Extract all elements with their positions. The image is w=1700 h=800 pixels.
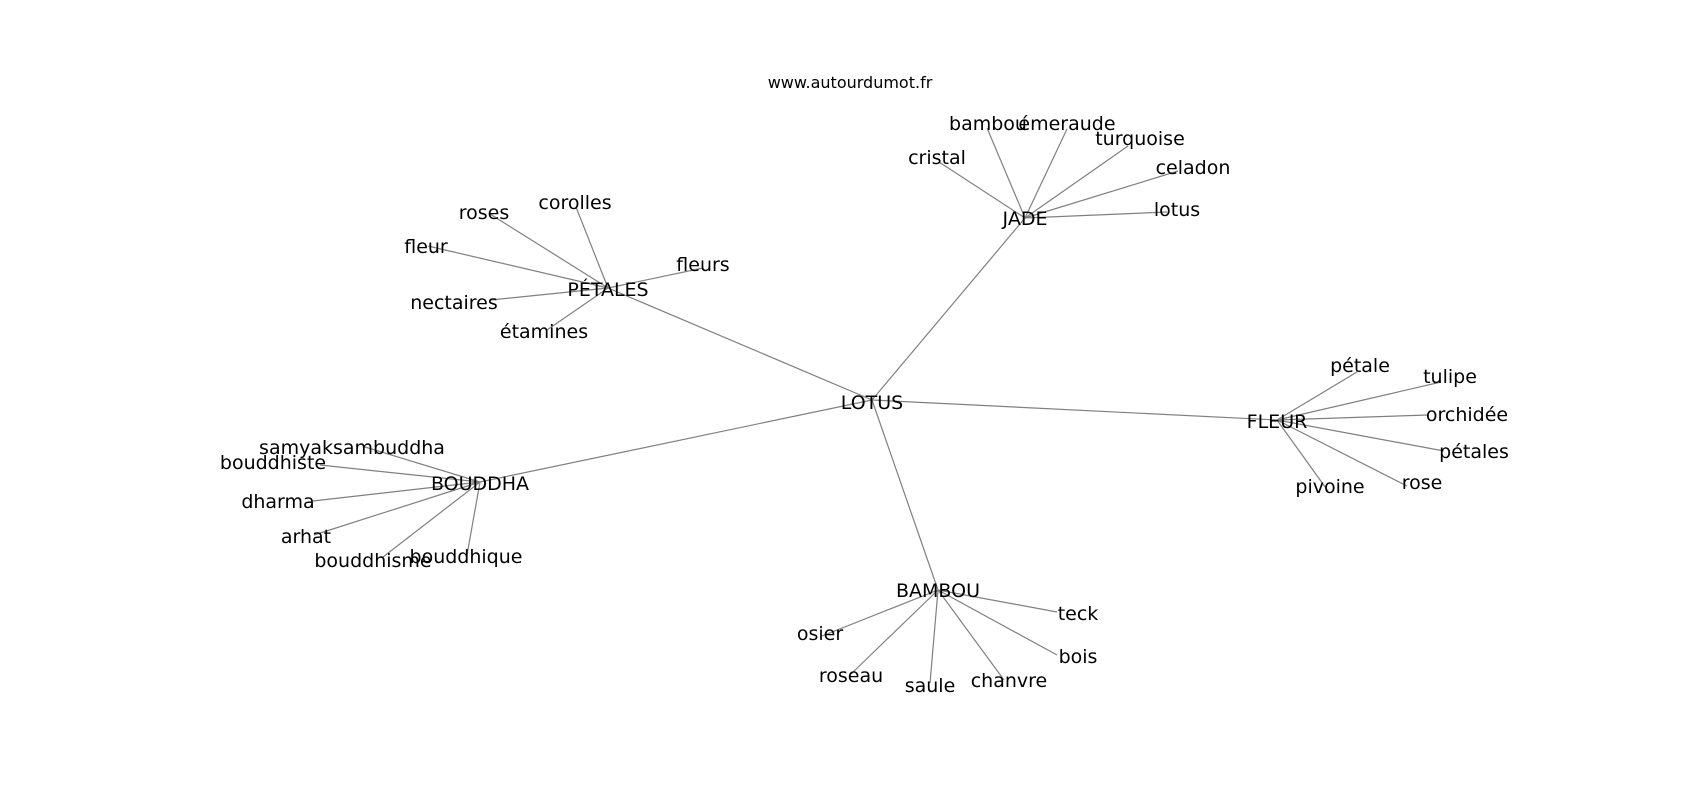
- edge-fleur_hub-leaf-3: [1276, 419, 1445, 452]
- edge-jade-leaf-3: [938, 161, 1026, 219]
- leaf-node-label: teck: [1058, 603, 1099, 625]
- leaf-node-label: pétales: [1439, 441, 1509, 463]
- leaf-node-label: saule: [905, 675, 956, 697]
- edge-fleur_hub-leaf-1: [1276, 381, 1442, 421]
- edge-petales_hub-leaf-4: [490, 287, 609, 301]
- edge-bouddha-leaf-3: [313, 481, 481, 536]
- leaf-node-label: tulipe: [1423, 366, 1477, 388]
- site-watermark: www.autourdumot.fr: [768, 73, 933, 92]
- leaf-node-label: rose: [1402, 472, 1443, 494]
- edge-center-bambou_hub: [871, 399, 939, 591]
- edge-petales_hub-leaf-2: [427, 245, 609, 289]
- graph-labels: www.autourdumot.fr LOTUS PÉTALES roses coro…: [220, 73, 1509, 697]
- leaf-node-label: corolles: [538, 192, 611, 214]
- leaf-node-label: bambou: [949, 113, 1027, 135]
- edge-center-petales_hub: [607, 287, 873, 401]
- edge-center-fleur_hub: [871, 399, 1278, 421]
- leaf-node-label: arhat: [281, 526, 331, 548]
- edge-bouddha-leaf-4: [382, 481, 481, 558]
- edge-petales_hub-leaf-0: [489, 213, 609, 289]
- leaf-node-label: lotus: [1154, 199, 1200, 221]
- edge-bambou_hub-leaf-0: [937, 589, 1058, 613]
- leaf-node-label: orchidée: [1426, 404, 1508, 426]
- leaf-node-label: roseau: [819, 665, 883, 687]
- leaf-node-label: pétale: [1330, 355, 1390, 377]
- hub-node-label-petales_hub: PÉTALES: [567, 278, 648, 301]
- leaf-node-label: chanvre: [971, 670, 1048, 692]
- edge-fleur_hub-leaf-2: [1276, 414, 1429, 421]
- edge-jade-leaf-5: [1024, 211, 1168, 219]
- edge-bouddha-leaf-1: [319, 464, 481, 483]
- leaf-node-label: pivoine: [1295, 476, 1364, 498]
- edge-center-bouddha: [479, 399, 873, 483]
- leaf-node-label: roses: [459, 202, 510, 224]
- edge-jade-leaf-2: [1024, 145, 1129, 219]
- leaf-node-label: fleurs: [676, 254, 729, 276]
- edge-fleur_hub-leaf-4: [1276, 419, 1408, 487]
- edge-bambou_hub-leaf-3: [850, 589, 939, 675]
- hub-node-label-jade: JADE: [1002, 208, 1048, 230]
- leaf-node-label: étamines: [500, 321, 588, 343]
- hub-node-label-bambou_hub: BAMBOU: [896, 580, 980, 602]
- edge-jade-leaf-0: [986, 127, 1026, 219]
- leaf-node-label: bois: [1059, 646, 1098, 668]
- leaf-node-label: émeraude: [1018, 113, 1115, 135]
- edge-bouddha-leaf-0: [364, 446, 481, 483]
- center-node-label: LOTUS: [841, 392, 903, 414]
- edge-petales_hub-leaf-5: [546, 287, 609, 331]
- leaf-node-label: dharma: [241, 491, 314, 513]
- edge-center-jade: [871, 217, 1026, 401]
- graph-edges: [312, 127, 1445, 684]
- edge-jade-leaf-4: [1024, 170, 1179, 219]
- leaf-node-label: bouddhiste: [220, 452, 326, 474]
- edge-bambou_hub-leaf-2: [937, 589, 1058, 656]
- leaf-node-label: fleur: [404, 236, 448, 258]
- edge-petales_hub-leaf-1: [575, 206, 609, 289]
- edge-bouddha-leaf-2: [312, 481, 481, 502]
- leaf-node-label: turquoise: [1095, 128, 1185, 150]
- edge-jade-leaf-1: [1024, 128, 1068, 219]
- leaf-node-label: samyaksambuddha: [259, 437, 445, 459]
- edge-bouddha-leaf-5: [466, 481, 481, 556]
- edge-fleur_hub-leaf-0: [1276, 371, 1358, 421]
- edge-bambou_hub-leaf-5: [937, 589, 1005, 681]
- edge-bambou_hub-leaf-4: [929, 589, 939, 684]
- hub-node-label-fleur_hub: FLEUR: [1247, 411, 1308, 433]
- hub-node-label-bouddha: BOUDDHA: [431, 473, 529, 495]
- leaf-node-label: celadon: [1156, 157, 1231, 179]
- leaf-node-label: osier: [797, 623, 843, 645]
- leaf-node-label: nectaires: [410, 292, 498, 314]
- leaf-node-label: cristal: [908, 147, 966, 169]
- edge-petales_hub-leaf-3: [607, 267, 704, 289]
- leaf-node-label: bouddhisme: [314, 550, 431, 572]
- leaf-node-label: bouddhique: [410, 546, 523, 568]
- edge-bambou_hub-leaf-1: [821, 589, 939, 637]
- edge-fleur_hub-leaf-5: [1276, 419, 1329, 492]
